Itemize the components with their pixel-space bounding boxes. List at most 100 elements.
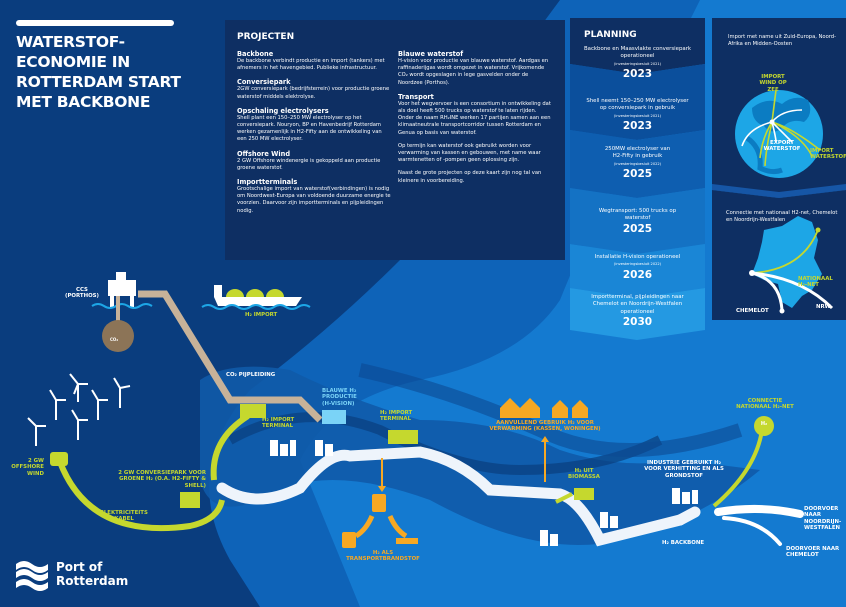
import-terminal-2-icon — [388, 430, 418, 444]
planning-step: Shell neemt 150–250 MW electrolyser op c… — [570, 98, 705, 133]
project-title: Backbone — [237, 50, 274, 58]
project-text: Voor het wegvervoer is een consortium in… — [398, 100, 551, 136]
planning-step: Importterminal, pijpleidingen naar Cheme… — [570, 294, 705, 329]
wind-turbines-icon — [27, 373, 131, 446]
project-text: Shell plant een 150–250 MW electrolyser … — [237, 114, 382, 143]
label-offshore-wind: 2 GW OFFSHORE WIND — [11, 458, 44, 477]
project-title: Importterminals — [237, 178, 298, 187]
netherlands-map-icon — [752, 216, 822, 308]
project-title: Transport — [398, 92, 434, 101]
label-h2-import-terminal-1: H₂ IMPORT TERMINAL — [262, 417, 295, 430]
pipe-to-nrw — [714, 504, 804, 518]
greenhouses-houses-icon — [500, 398, 588, 418]
step-text: 250MW electrolyser van H2-Fifty in gebru… — [604, 146, 671, 160]
step-year: 2025 — [622, 168, 653, 181]
h2-badge-icon — [754, 416, 774, 436]
electricity-cable — [57, 460, 225, 532]
industry-icons — [270, 440, 698, 546]
pipe-to-chemelot — [722, 516, 782, 546]
electrolyser-icon — [180, 492, 200, 508]
label-elektriciteitskabel: ELEKTRICITEITS KABEL — [100, 510, 148, 523]
step-text: Backbone en Maasvlakte conversiepark ope… — [583, 46, 692, 60]
label-ccs: CCS (PORTHOS) — [64, 287, 100, 300]
project-text: 2 GW Offshore windenergie is gekoppeld a… — [237, 157, 381, 171]
port-of-rotterdam-logo-icon — [16, 561, 48, 591]
step-year: 2026 — [622, 268, 653, 281]
ship-icon — [396, 538, 418, 544]
label-biomassa: H₂ UIT BIOMASSA — [568, 468, 600, 481]
project-text: Op termijn kan waterstof ook gebruikt wo… — [398, 142, 541, 164]
co2-reservoir-icon — [102, 320, 134, 352]
logo-line: Port of — [56, 560, 103, 574]
label-aanvullend-gebruik: AANVULLEND GEBRUIK H₂ VOOR VERWARMING (K… — [489, 420, 601, 433]
label-h2-import-terminal-2: H₂ IMPORT TERMINAL — [380, 410, 413, 423]
step-text: Installatie H-vision operationeel — [594, 254, 681, 260]
project-text: Naast de grote projecten op deze kaart z… — [398, 170, 542, 184]
label-import-waterstof: IMPORT WATERSTOF — [810, 148, 846, 161]
projecten-heading: PROJECTEN — [237, 32, 295, 42]
planning-step: Installatie H-vision operationeel (inves… — [570, 254, 705, 282]
label-doorvoer-chemelot: DOORVOER NAAR CHEMELOT — [786, 546, 840, 559]
step-year: 2023 — [622, 68, 653, 81]
project-title: Conversiepark — [237, 78, 291, 87]
planning-step: Wegtransport: 500 trucks op waterstof 20… — [570, 208, 705, 236]
fuel-pump-icon — [372, 494, 386, 512]
step-text: Wegtransport: 500 trucks op waterstof — [598, 208, 677, 222]
h2-badge-label: H₂ — [760, 421, 768, 427]
project-title: Offshore Wind — [237, 149, 291, 158]
project-item: Naast de grote projecten op deze kaart z… — [398, 170, 553, 184]
step-year: 2023 — [622, 120, 653, 133]
label-h2-import-ship: H₂ IMPORT — [245, 312, 278, 318]
step-note: (investeringsbesluit 2021) — [613, 113, 662, 118]
project-item: Op termijn kan waterstof ook gebruikt wo… — [398, 143, 553, 165]
project-text: De backbone verbindt productie en import… — [237, 58, 385, 72]
step-text: Importterminal, pijpleidingen naar Cheme… — [591, 294, 684, 315]
label-transportbrandstof: H₂ ALS TRANSPORTBRANDSTOF — [346, 550, 420, 563]
planning-step: 250MW electrolyser van H2-Fifty in gebru… — [570, 146, 705, 181]
label-co2-reservoir: CO₂ — [110, 337, 119, 342]
label-import-wind: IMPORT WIND OP ZEE — [759, 74, 787, 93]
step-note: (investeringsbesluit 2022) — [613, 262, 662, 267]
project-title: Blauwe waterstof — [398, 50, 464, 58]
planning-panel: PLANNING Backbone en Maasvlakte conversi… — [570, 18, 705, 340]
step-note: (investeringsbesluit 2021) — [613, 61, 662, 66]
title-line: WATERSTOF- — [16, 33, 125, 51]
label-conversiepark: 2 GW CONVERSIEPARK VOOR GROENE H₂ (O.A. … — [118, 470, 206, 489]
oil-platform-icon — [108, 272, 136, 308]
planning-chevrons — [570, 18, 705, 340]
project-title: Opschaling electrolysers — [237, 106, 329, 115]
port-of-rotterdam-logo: Port of Rotterdam — [56, 560, 128, 588]
title-line: ROTTERDAM START — [16, 73, 181, 91]
planning-step: Backbone en Maasvlakte conversiepark ope… — [570, 46, 705, 81]
step-note: (investeringsbesluit 2022) — [613, 161, 662, 166]
step-year: 2030 — [622, 316, 653, 329]
lng-ship-icon — [214, 285, 302, 306]
truck-icon — [342, 532, 356, 548]
label-nationaal-h2-net: NATIONAAL H₂-NET — [798, 276, 833, 289]
import-terminal-tanks-icon — [240, 404, 266, 418]
biomass-icon — [574, 488, 594, 500]
project-text: H-vision voor productie van blauwe water… — [398, 58, 549, 86]
label-doorvoer-nrw: DOORVOER NAAR NOORDRIJN-WESTFALEN — [804, 506, 842, 532]
project-text: Grootschalige import van waterstof(verbi… — [237, 186, 391, 214]
label-connectie: CONNECTIE NATIONAAL H₂-NET — [736, 398, 794, 411]
side-panels-bg — [712, 18, 846, 320]
label-h2-backbone: H₂ BACKBONE — [662, 540, 705, 546]
logo-line: Rotterdam — [56, 574, 129, 588]
title-line: MET BACKBONE — [16, 93, 151, 111]
label-nrw: NRW — [816, 304, 831, 310]
title-line: ECONOMIE IN — [16, 53, 130, 71]
title-accent-bar — [16, 20, 174, 26]
plug-icon — [50, 452, 68, 466]
